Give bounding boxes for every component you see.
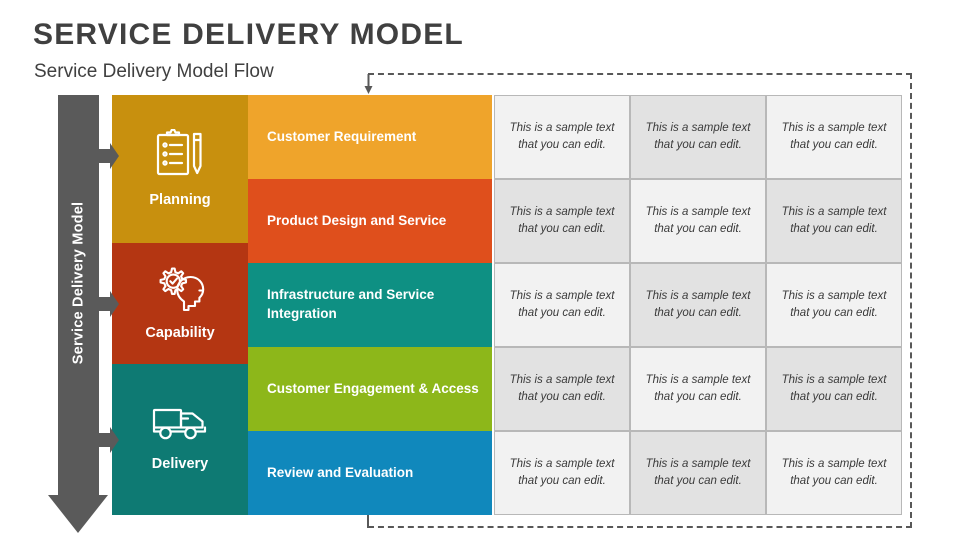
table-cell[interactable]: This is a sample text that you can edit. bbox=[630, 347, 766, 431]
clipboard-pen-icon bbox=[156, 129, 202, 176]
table-cell[interactable]: This is a sample text that you can edit. bbox=[494, 347, 630, 431]
table-cell[interactable]: This is a sample text that you can edit. bbox=[630, 179, 766, 263]
table-cell[interactable]: This is a sample text that you can edit. bbox=[766, 431, 902, 515]
table-cell[interactable]: This is a sample text that you can edit. bbox=[766, 347, 902, 431]
cell-text: This is a sample text that you can edit. bbox=[645, 374, 751, 403]
row-band-label: Review and Evaluation bbox=[267, 464, 414, 480]
category-arrow-capability-icon bbox=[99, 291, 119, 317]
category-panel-planning[interactable]: Planning bbox=[112, 95, 248, 243]
cell-text: This is a sample text that you can edit. bbox=[645, 458, 751, 487]
row-band-customer-engagement[interactable]: Customer Engagement & Access bbox=[248, 347, 492, 431]
row-band-label: Customer Engagement & Access bbox=[267, 380, 479, 396]
flow-arrow-down-icon bbox=[364, 74, 373, 94]
cell-text: This is a sample text that you can edit. bbox=[781, 374, 887, 403]
row-band-review-evaluation[interactable]: Review and Evaluation bbox=[248, 431, 492, 515]
row-band-label: Product Design and Service bbox=[267, 212, 447, 228]
table-cell[interactable]: This is a sample text that you can edit. bbox=[494, 431, 630, 515]
axis-bar: Service Delivery Model bbox=[58, 95, 99, 495]
category-panel-delivery[interactable]: Delivery bbox=[112, 364, 248, 515]
flow-dashed-stub-bottom bbox=[367, 508, 369, 528]
cell-text: This is a sample text that you can edit. bbox=[509, 458, 615, 487]
cell-text: This is a sample text that you can edit. bbox=[781, 458, 887, 487]
gear-head-icon bbox=[159, 266, 205, 311]
table-cell[interactable]: This is a sample text that you can edit. bbox=[766, 179, 902, 263]
row-band-label: Infrastructure and Service Integration bbox=[267, 287, 435, 321]
cell-text: This is a sample text that you can edit. bbox=[509, 290, 615, 319]
table-cell[interactable]: This is a sample text that you can edit. bbox=[630, 95, 766, 179]
axis-bar-label: Service Delivery Model bbox=[70, 201, 87, 365]
cell-text: This is a sample text that you can edit. bbox=[509, 206, 615, 235]
table-cell[interactable]: This is a sample text that you can edit. bbox=[494, 95, 630, 179]
row-band-customer-requirement[interactable]: Customer Requirement bbox=[248, 95, 492, 179]
category-label: Planning bbox=[149, 192, 211, 209]
cell-text: This is a sample text that you can edit. bbox=[645, 122, 751, 151]
cell-text: This is a sample text that you can edit. bbox=[509, 374, 615, 403]
row-band-label: Customer Requirement bbox=[267, 128, 417, 144]
delivery-truck-icon bbox=[152, 408, 207, 439]
table-cell[interactable]: This is a sample text that you can edit. bbox=[766, 263, 902, 347]
cell-text: This is a sample text that you can edit. bbox=[781, 122, 887, 151]
row-band-product-design[interactable]: Product Design and Service bbox=[248, 179, 492, 263]
category-arrow-planning-icon bbox=[99, 143, 119, 169]
category-arrow-delivery-icon bbox=[99, 427, 119, 453]
category-label: Delivery bbox=[151, 455, 209, 472]
table-cell[interactable]: This is a sample text that you can edit. bbox=[630, 263, 766, 347]
table-cell[interactable]: This is a sample text that you can edit. bbox=[494, 179, 630, 263]
category-panel-capability[interactable]: Capability bbox=[112, 243, 248, 364]
row-band-infrastructure[interactable]: Infrastructure and Service Integration bbox=[248, 263, 492, 347]
cell-text: This is a sample text that you can edit. bbox=[781, 290, 887, 319]
page-title: SERVICE DELIVERY MODEL bbox=[33, 18, 464, 51]
cell-text: This is a sample text that you can edit. bbox=[645, 206, 751, 235]
table-cell[interactable]: This is a sample text that you can edit. bbox=[494, 263, 630, 347]
table-cell[interactable]: This is a sample text that you can edit. bbox=[766, 95, 902, 179]
cell-text: This is a sample text that you can edit. bbox=[781, 206, 887, 235]
cell-text: This is a sample text that you can edit. bbox=[509, 122, 615, 151]
axis-bar-arrowhead-icon bbox=[48, 495, 108, 533]
page-subtitle: Service Delivery Model Flow bbox=[34, 61, 274, 82]
table-cell[interactable]: This is a sample text that you can edit. bbox=[630, 431, 766, 515]
cell-text: This is a sample text that you can edit. bbox=[645, 290, 751, 319]
category-label: Capability bbox=[145, 324, 215, 341]
